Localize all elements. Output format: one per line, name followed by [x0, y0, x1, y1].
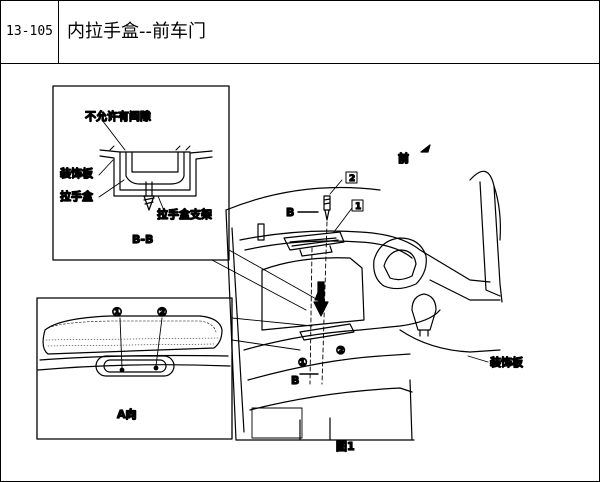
page-header: 13-105 内拉手盒--前车门: [1, 1, 599, 64]
callout-no-gap: 不允许有间隙: [85, 109, 151, 123]
inset-a-view: [36, 297, 233, 440]
main-mark-2: ②: [336, 344, 345, 357]
view-label-a: A向: [117, 407, 137, 421]
main-mark-1: ①: [298, 356, 307, 369]
section-label-bb: B-B: [132, 233, 153, 246]
callout-handle-bracket: 拉手盒支架: [157, 207, 212, 221]
inset-a-mark-1: ①: [112, 305, 122, 319]
inset-bb: [52, 85, 230, 261]
section-letter-top: B: [286, 206, 294, 219]
page-title: 内拉手盒--前车门: [67, 21, 206, 42]
figure-caption: 图1: [336, 440, 355, 453]
part-tag-2: [345, 171, 358, 184]
part-number-2: 2: [349, 174, 355, 184]
view-letter-a: A: [315, 292, 323, 303]
part-tag-1: [351, 199, 364, 212]
callout-trim-panel-main: 装饰板: [489, 355, 524, 369]
callout-handle-box: 拉手盒: [60, 189, 94, 203]
part-number-1: 1: [355, 202, 361, 212]
inset-a-mark-2: ②: [157, 305, 167, 319]
section-letter-bottom: B: [291, 374, 299, 387]
main-door-drawing: [225, 144, 503, 441]
callout-trim-panel-inset: 装饰板: [59, 166, 94, 180]
page-code: 13-105: [1, 1, 59, 63]
front-label: 前: [398, 151, 409, 165]
